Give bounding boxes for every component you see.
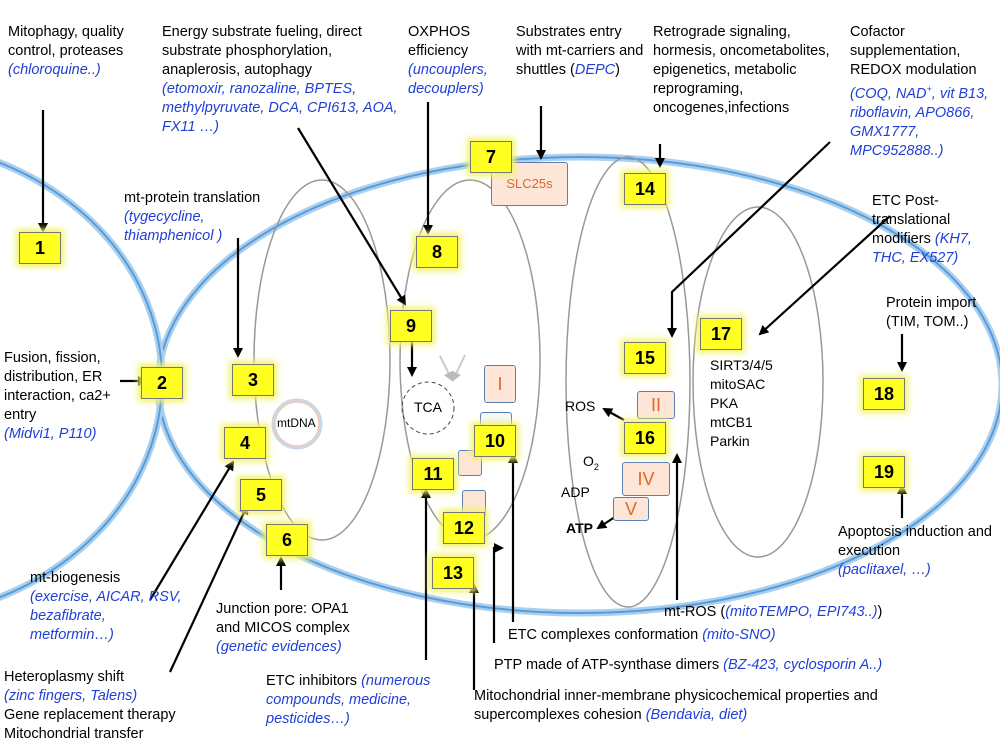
badge-19: 19 [863,456,905,488]
crista-1 [253,179,391,541]
arrow-12 [492,543,504,643]
label-energy-substrate: Energy substrate fueling, direct substra… [162,24,398,135]
regulator-item: SIRT3/4/5 [710,357,773,373]
atp-label: ATP [566,520,593,536]
badge-13: 13 [432,557,474,589]
badge-4: 4 [224,427,266,459]
label-ptp: PTP made of ATP-synthase dimers (BZ-423,… [494,657,883,673]
label-substrates-entry: Substrates entry with mt-carriers and sh… [516,24,644,78]
badge-7: 7 [470,141,512,173]
tca-circle [401,381,455,435]
adp-label: ADP [561,484,590,500]
arrow-17 [758,215,891,336]
complex-5: V [613,497,649,521]
badge-14: 14 [624,173,666,205]
label-mitophagy: Mitophagy, quality control, proteases(ch… [8,24,124,78]
label-apoptosis: Apoptosis induction and execution(paclit… [838,524,992,578]
arrow-9 [297,127,407,306]
mtdna-ring-inner [274,401,320,447]
badge-17: 17 [700,318,742,350]
ros-label: ROS [565,398,596,414]
crista-4 [692,206,824,558]
complex-linker-3 [462,490,486,516]
label-mt-translation: mt-protein translation(tygecycline, thia… [124,190,261,244]
badge-6: 6 [266,524,308,556]
label-cofactor: Cofactor supplementation, REDOX modulati… [850,24,989,159]
label-etc-conformation: ETC complexes conformation (mito-SNO) [508,627,776,643]
badge-10: 10 [474,425,516,457]
tca-label: TCA [414,399,442,415]
label-heteroplasmy: Heteroplasmy shift(zinc fingers, Talens)… [4,669,176,742]
arrow-5 [169,504,249,673]
gray-arrow-2 [451,354,466,382]
badge-9: 9 [390,310,432,342]
label-etc-ptm: ETC Post-translational modifiers (KH7, T… [872,193,972,266]
badge-3: 3 [232,364,274,396]
label-inner-membrane: Mitochondrial inner-membrane physicochem… [474,688,878,723]
badge-1: 1 [19,232,61,264]
crista-3 [565,156,691,608]
regulator-item: Parkin [710,433,750,449]
gray-arrow-1 [439,355,453,382]
badge-5: 5 [240,479,282,511]
badge-2: 2 [141,367,183,399]
label-mt-ros: mt-ROS ((mitoTEMPO, EPI743..)) [664,604,883,620]
mtdna-ring [271,398,323,450]
label-oxphos: OXPHOS efficiency(uncouplers, decouplers… [408,24,488,97]
label-mt-biogenesis: mt-biogenesis(exercise, AICAR, RSV, beza… [30,570,182,643]
badge-12: 12 [443,512,485,544]
badge-11: 11 [412,458,454,490]
complex-1: I [484,365,516,403]
arrow-ros [602,408,625,421]
arrow-15 [667,141,831,338]
badge-8: 8 [416,236,458,268]
badge-18: 18 [863,378,905,410]
label-junction-pore: Junction pore: OPA1 and MICOS complex(ge… [216,601,350,655]
o2-label: O2 [583,453,599,472]
slc25-carrier: SLC25s [491,162,568,206]
badge-15: 15 [624,342,666,374]
complex-2: II [637,391,675,419]
complex-4: IV [622,462,670,496]
label-protein-import: Protein import (TIM, TOM..) [886,295,977,330]
regulator-item: mitoSAC [710,376,766,392]
label-retrograde: Retrograde signaling, hormesis, oncometa… [653,24,830,116]
arrow-4 [149,460,235,601]
regulator-item: mtCB1 [710,414,753,430]
label-fusion-fission: Fusion, fission, distribution, ER intera… [4,350,111,442]
label-etc-inhibitors: ETC inhibitors (numerous compounds, medi… [266,673,431,727]
regulator-item: PKA [710,395,739,411]
regulator-list: SIRT3/4/5 mitoSAC PKA mtCB1 Parkin [710,356,773,451]
mtdna-label: mtDNA [277,416,316,430]
badge-16: 16 [624,422,666,454]
